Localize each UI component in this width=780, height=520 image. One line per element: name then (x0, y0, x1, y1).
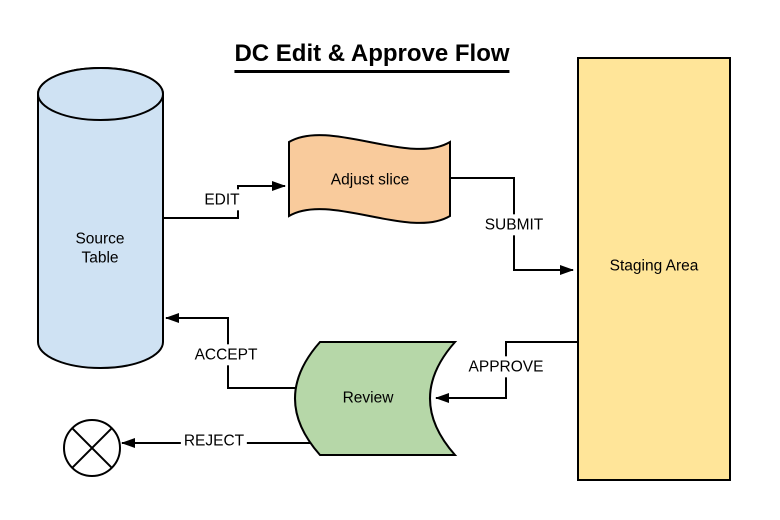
review-label: Review (342, 389, 394, 407)
terminator-cross (71, 427, 113, 469)
source-table-rim (37, 67, 164, 121)
approve-arrow-label: APPROVE (465, 356, 547, 378)
crossed-circle-icon (63, 419, 121, 477)
adjust-slice-label: Adjust slice (330, 171, 410, 189)
diagram-title: DC Edit & Approve Flow (234, 39, 510, 73)
submit-arrow-label: SUBMIT (481, 214, 547, 236)
adjust-slice-shape (288, 134, 451, 224)
staging-area-shape (577, 57, 731, 481)
accept-arrow-label: ACCEPT (191, 344, 261, 366)
staging-area-label: Staging Area (609, 257, 699, 275)
review-shape (294, 341, 458, 456)
edit-arrow-label: EDIT (201, 189, 243, 211)
source-table-label: Source Table (75, 230, 125, 267)
reject-arrow-label: REJECT (180, 430, 248, 452)
